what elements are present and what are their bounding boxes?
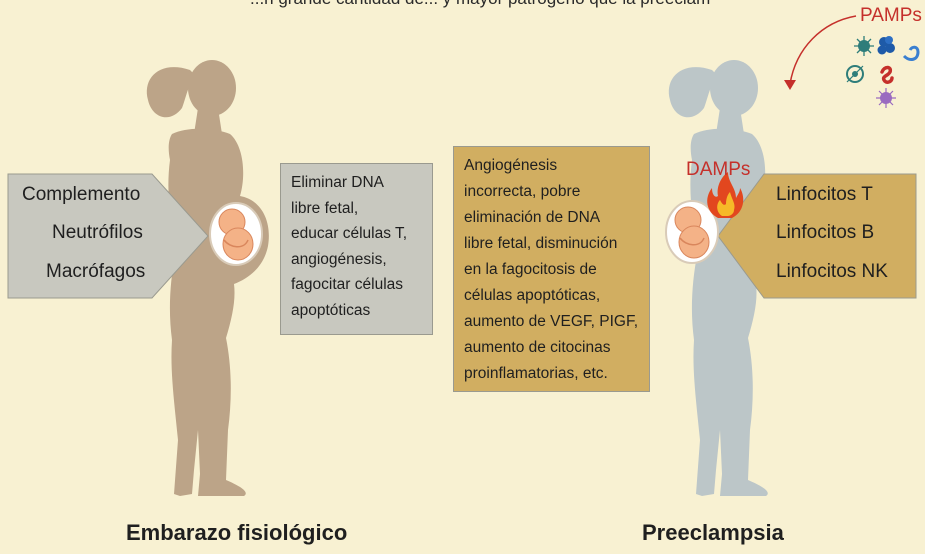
left-function-line: fagocitar células bbox=[291, 276, 404, 293]
flame-icon bbox=[707, 172, 744, 218]
right-cell-linfocitos-b: Linfocitos B bbox=[776, 222, 875, 243]
right-title: Preeclampsia bbox=[642, 520, 784, 545]
pamps-arrowhead bbox=[784, 80, 796, 90]
left-function-line: angiogénesis, bbox=[291, 250, 387, 268]
right-arrow-shape bbox=[717, 173, 917, 299]
pathogen-icon-red bbox=[880, 65, 894, 84]
center-line: eliminación de DNA bbox=[464, 209, 601, 226]
center-line: incorrecta, pobre bbox=[464, 183, 581, 200]
left-function-line: Eliminar DNA bbox=[291, 174, 385, 191]
left-cell-macrofagos: Macrófagos bbox=[46, 261, 146, 282]
damps-label: DAMPs bbox=[686, 159, 751, 180]
pathogen-icon-cluster bbox=[877, 36, 895, 55]
center-line: aumento de VEGF, PIGF, bbox=[464, 313, 639, 330]
left-function-line: libre fetal, bbox=[291, 199, 359, 217]
center-line: en la fagocitosis de bbox=[464, 261, 597, 278]
left-function-line: apoptóticas bbox=[291, 301, 371, 319]
pathogen-icon-spiral bbox=[902, 45, 920, 61]
left-fetus-icon bbox=[209, 202, 263, 266]
center-line: Angiogénesis bbox=[464, 157, 558, 174]
pathogen-icon-virus bbox=[876, 88, 896, 108]
center-box: Angiogénesis incorrecta, pobre eliminaci… bbox=[453, 146, 650, 392]
right-cell-linfocitos-nk: Linfocitos NK bbox=[776, 261, 888, 282]
center-line: aumento de citocinas bbox=[464, 339, 611, 356]
center-line: libre fetal, disminución bbox=[464, 235, 618, 252]
header-partial-text: ...n grande cantidad de... y mayor patró… bbox=[250, 0, 710, 9]
right-cell-linfocitos-t: Linfocitos T bbox=[776, 184, 873, 205]
left-title: Embarazo fisiológico bbox=[126, 520, 348, 545]
left-arrow-shape bbox=[7, 173, 209, 299]
center-line: células apoptóticas, bbox=[464, 287, 601, 304]
left-function-box: Eliminar DNA libre fetal, educar células… bbox=[280, 163, 433, 335]
pathogen-icon-ring bbox=[846, 65, 864, 83]
pathogen-icon-star bbox=[854, 36, 874, 56]
left-cell-neutrofilos: Neutrófilos bbox=[52, 222, 143, 243]
center-line: proinflamatorias, etc. bbox=[464, 365, 608, 382]
left-function-line: educar células T, bbox=[291, 225, 408, 242]
pamps-arrow bbox=[789, 15, 857, 85]
right-fetus-icon bbox=[665, 200, 719, 264]
left-cell-complemento: Complemento bbox=[22, 184, 141, 205]
pamps-label: PAMPs bbox=[860, 5, 922, 26]
